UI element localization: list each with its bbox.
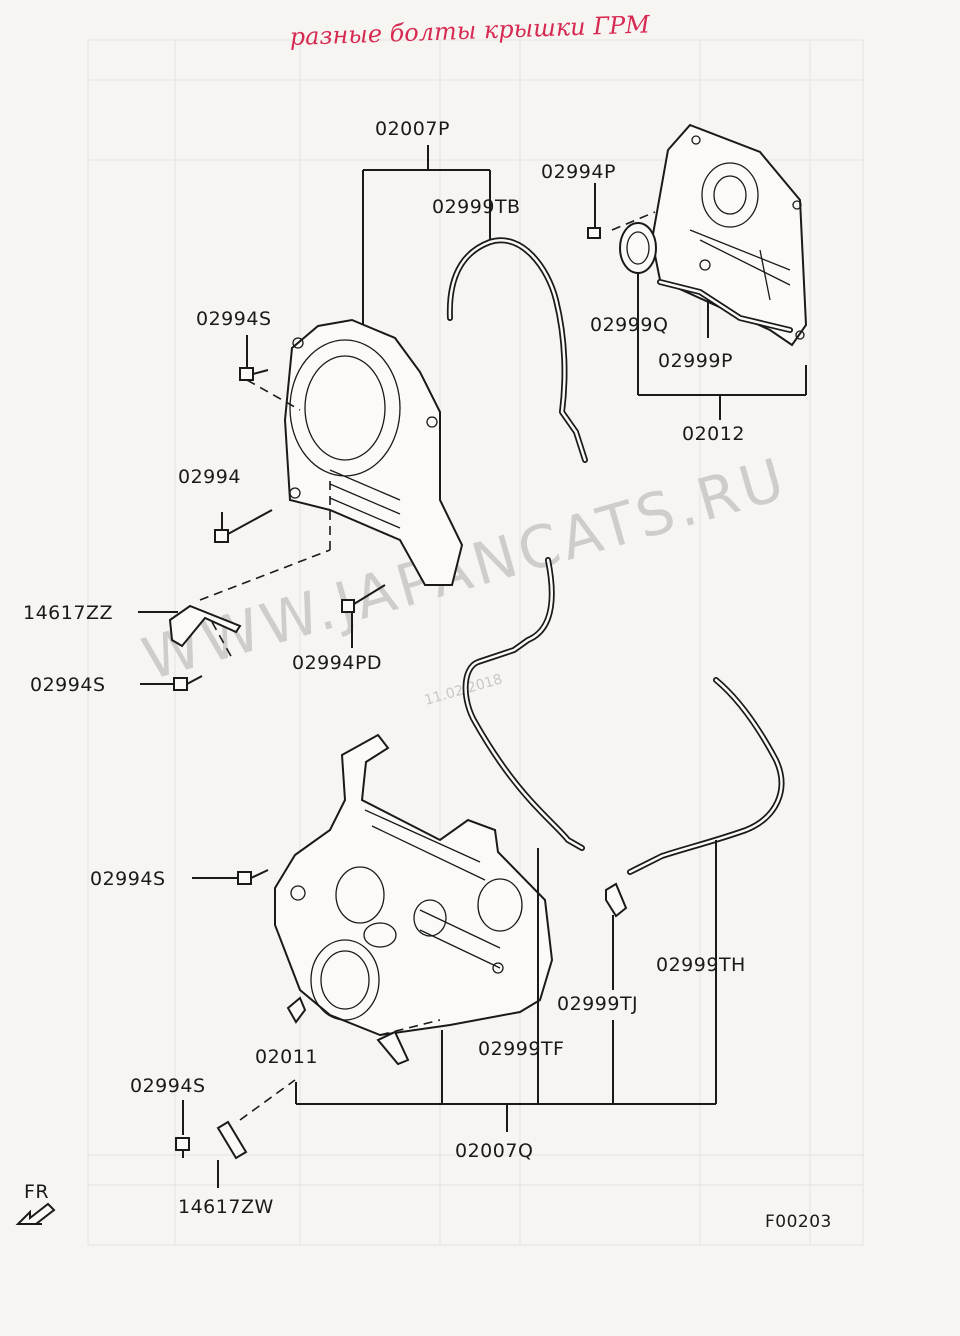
clip-02999TJ <box>605 882 628 918</box>
bracket-14617ZW <box>216 1120 248 1180</box>
lower-timing-cover <box>274 733 554 1037</box>
leader-02012 <box>637 272 807 420</box>
label-02994P: 02994P <box>541 161 616 183</box>
front-arrow-icon <box>15 1202 56 1225</box>
seal-02999Q <box>619 222 657 274</box>
gasket-02999TF <box>462 557 585 851</box>
handwritten-note: разные болты крышки ГРМ <box>289 10 651 51</box>
orientation-label: FR <box>24 1181 49 1203</box>
label-14617ZW: 14617ZW <box>178 1196 274 1218</box>
label-02007Q: 02007Q <box>455 1140 533 1162</box>
bolt-02994PD <box>341 584 386 648</box>
label-02994S-bottom: 02994S <box>130 1075 206 1097</box>
label-02994: 02994 <box>178 466 241 488</box>
label-02999P: 02999P <box>658 350 733 372</box>
label-02999TF: 02999TF <box>478 1038 564 1060</box>
label-02999TB: 02999TB <box>432 196 521 218</box>
label-02012: 02012 <box>682 423 745 445</box>
label-02007P: 02007P <box>375 118 450 140</box>
leader-02007Q <box>295 840 717 1132</box>
bolt-02994S-low <box>237 869 269 885</box>
label-02999TH: 02999TH <box>656 954 746 976</box>
label-14617ZZ: 14617ZZ <box>23 602 113 624</box>
label-02011: 02011 <box>255 1046 318 1068</box>
upper-timing-cover <box>283 318 464 586</box>
bolt-02994S-bottom <box>175 1100 190 1158</box>
bolt-02994 <box>214 509 273 543</box>
bolt-02994S-mid <box>173 675 203 691</box>
figure-code: F00203 <box>765 1212 832 1232</box>
bolt-02994S-top <box>239 335 269 381</box>
label-02999Q: 02999Q <box>590 314 668 336</box>
cap-02011 <box>286 996 307 1024</box>
label-02994S-mid: 02994S <box>30 674 106 696</box>
bracket-14617ZZ <box>168 604 242 659</box>
label-02999TJ: 02999TJ <box>557 993 638 1015</box>
leader-02007P <box>362 145 491 325</box>
label-02994S-top: 02994S <box>196 308 272 330</box>
bolt-02994P <box>587 195 601 239</box>
label-02994PD: 02994PD <box>292 652 382 674</box>
label-02994S-low: 02994S <box>90 868 166 890</box>
